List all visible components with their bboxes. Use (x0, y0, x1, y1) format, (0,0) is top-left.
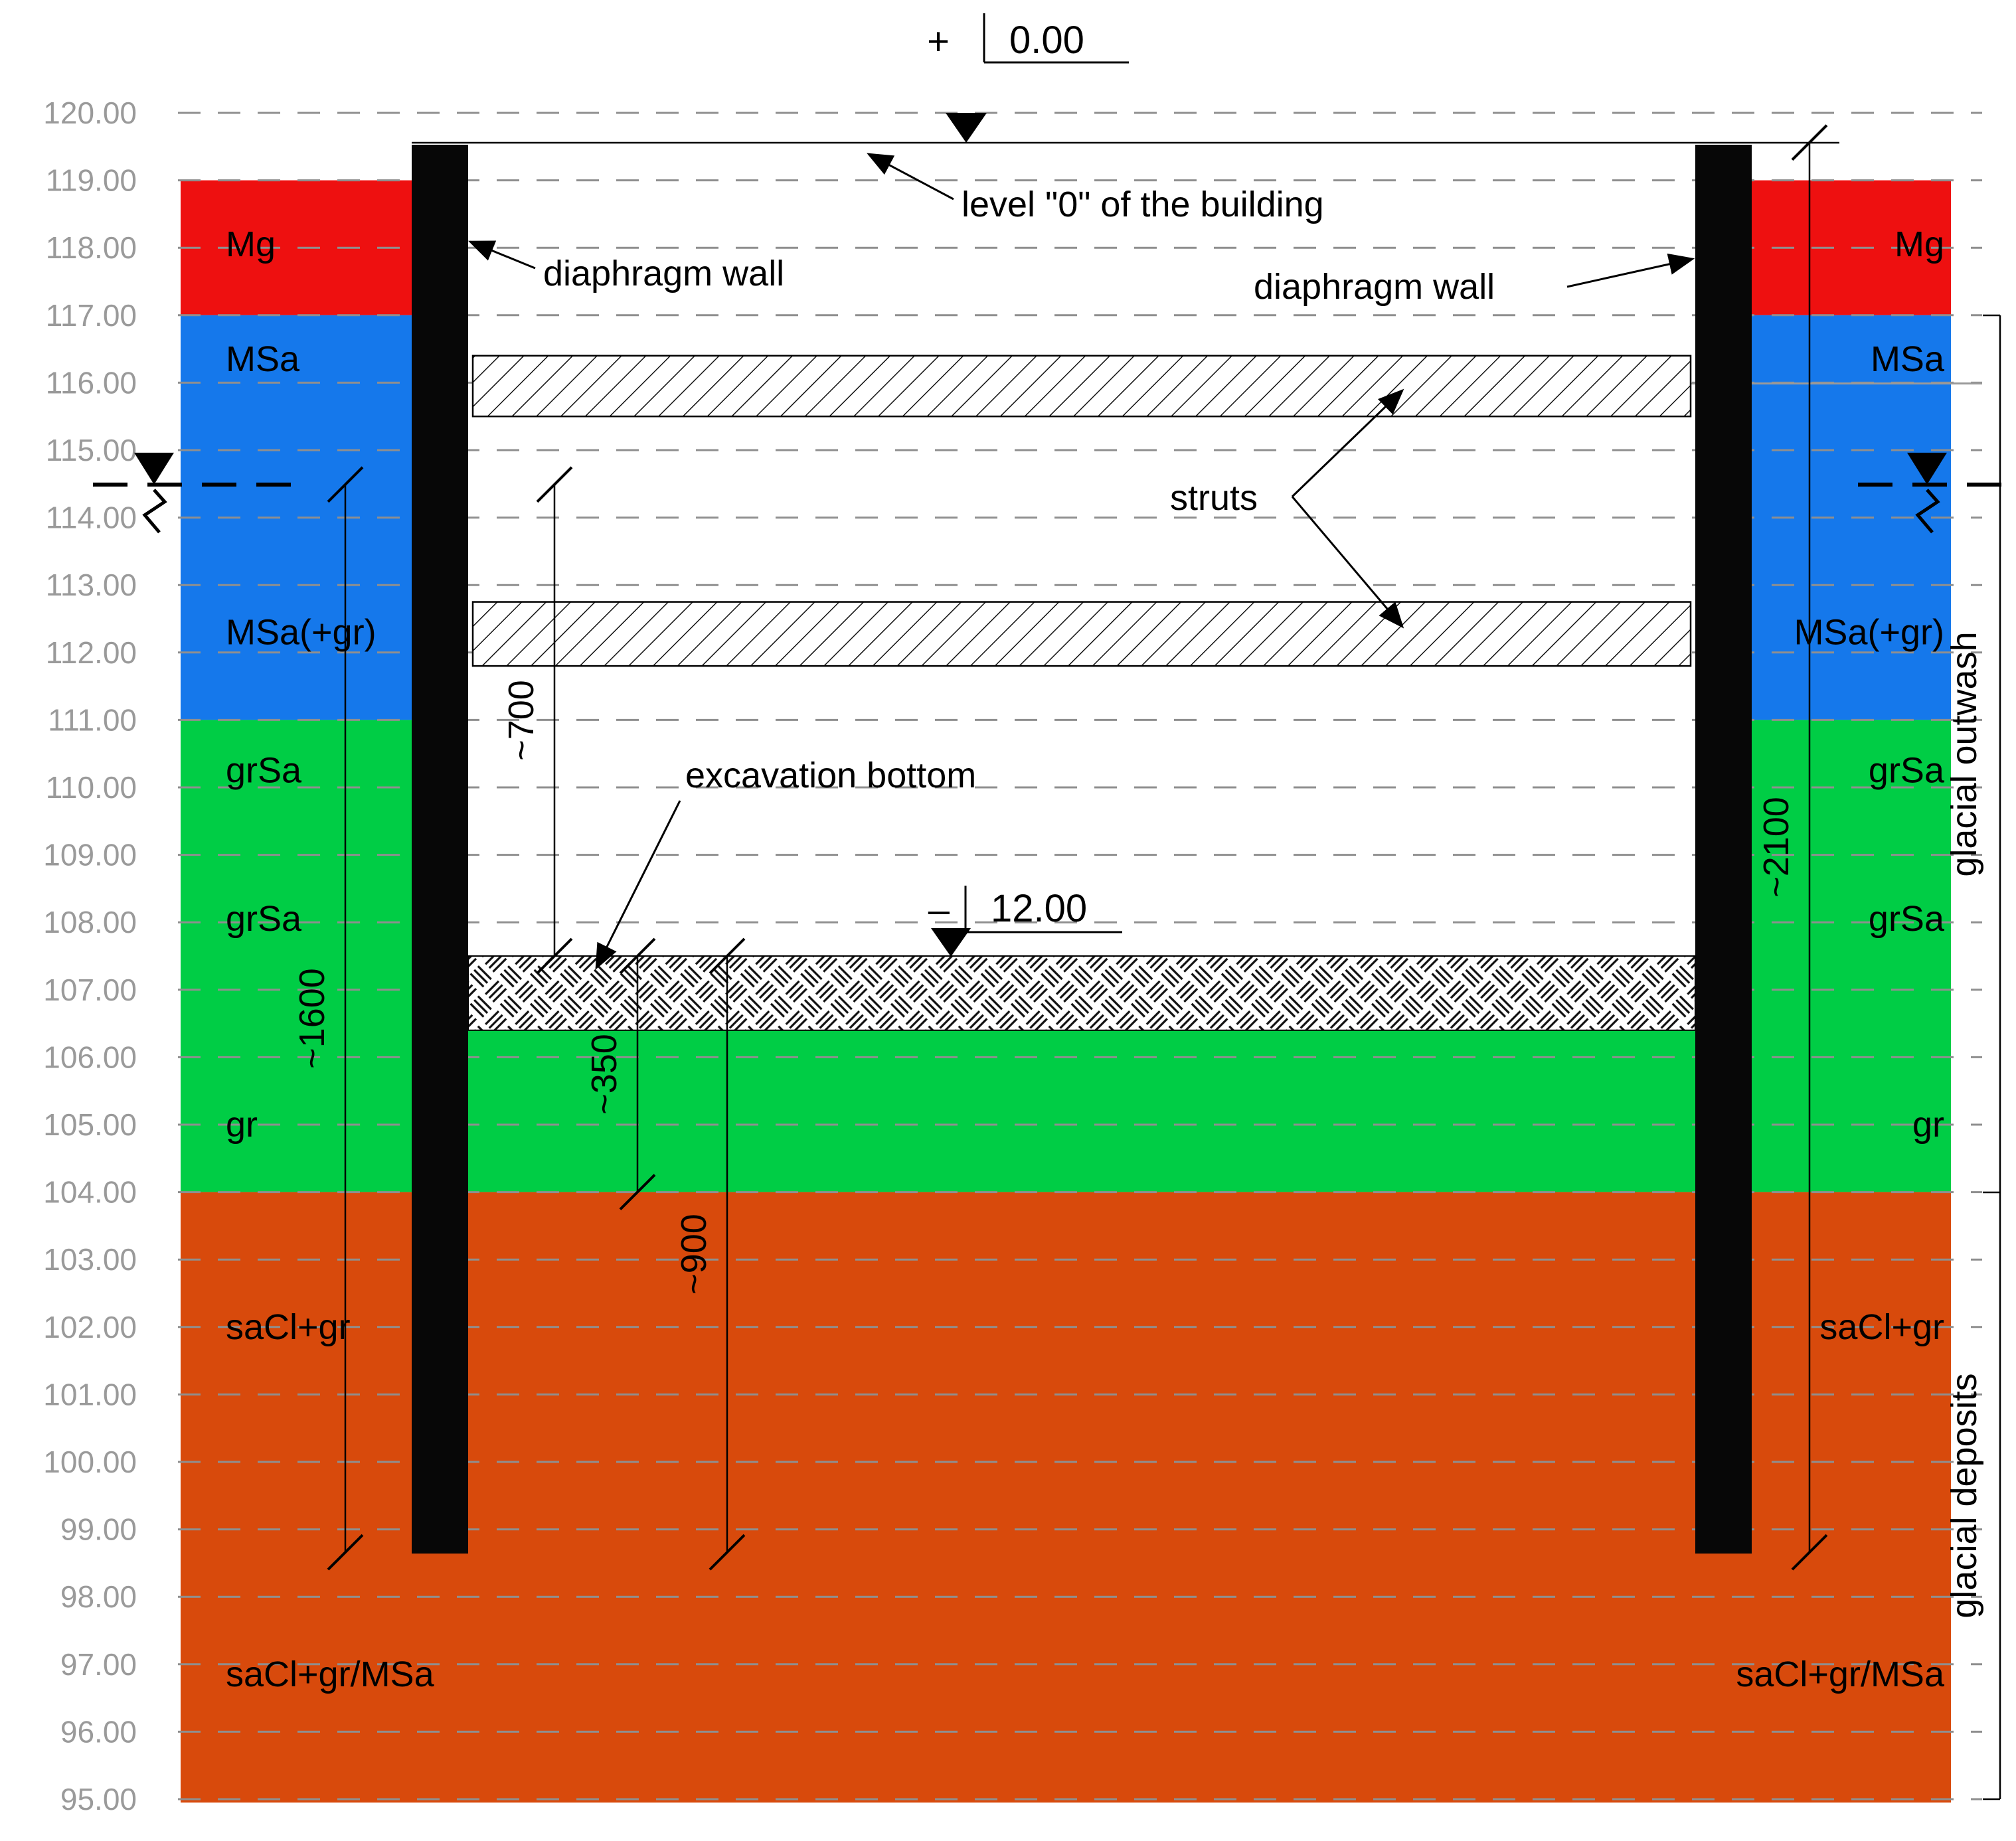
level-zero-triangle-icon (946, 113, 987, 143)
excavation-level-triangle-icon (931, 928, 971, 957)
soil-label-left: saCl+gr (226, 1307, 351, 1347)
soil-label-right: grSa (1869, 899, 1945, 939)
dimension-label: ~900 (674, 1214, 714, 1295)
axis-elevation-label: 116.00 (46, 365, 137, 400)
axis-elevation-label: 100.00 (43, 1445, 137, 1479)
axis-elevation-label: 110.00 (46, 770, 137, 805)
axis-elevation-label: 102.00 (43, 1310, 137, 1344)
strut-1 (471, 355, 1692, 418)
diaphragm-walls (412, 145, 1752, 1554)
axis-elevation-label: 107.00 (43, 973, 137, 1007)
dimension-label: ~1600 (292, 968, 332, 1069)
dimension-label: ~700 (501, 680, 541, 761)
axis-elevation-label: 99.00 (60, 1512, 137, 1547)
note-excavation-bottom: excavation bottom (685, 756, 976, 795)
soil-label-right: MSa(+gr) (1794, 612, 1944, 652)
level-zero-arrow-icon (867, 153, 954, 200)
dimension-lines: ~1600 ~700 ~350 ~900 ~2100 (292, 124, 1828, 1571)
strut-2 (471, 601, 1692, 667)
soil-label-left: gr (226, 1105, 258, 1145)
diaphragm-wall-left-arrow-icon (467, 240, 536, 270)
soil-label-left: MSa(+gr) (226, 612, 377, 652)
axis-elevation-label: 119.00 (46, 163, 137, 198)
annotation-labels: level "0" of the building diaphragm wall… (543, 185, 1495, 795)
axis-elevation-label: 96.00 (60, 1714, 137, 1749)
soil-label-right: grSa (1869, 751, 1945, 791)
strata-label-glacial-outwash: glacial outwash (1944, 631, 1984, 876)
soil-label-left: grSa (226, 751, 302, 791)
excavation-bottom-seal (467, 955, 1696, 1031)
axis-elevation-label: 101.00 (43, 1377, 137, 1411)
dimension-tick-icon (619, 937, 656, 975)
note-level-zero: level "0" of the building (962, 185, 1324, 224)
axis-elevation-label: 115.00 (46, 433, 137, 467)
axis-elevation-label: 111.00 (48, 702, 137, 737)
struts-arrow-upper-icon (1291, 388, 1404, 498)
dimension-tick-icon (327, 1534, 364, 1571)
dimension-tick-icon (536, 466, 573, 503)
axis-elevation-label: 118.00 (46, 230, 137, 265)
soil-label-right: Mg (1894, 224, 1944, 264)
level-zero-value: 0.00 (1009, 19, 1084, 62)
diaphragm-wall-right-arrow-icon (1566, 253, 1695, 288)
level-markers: + 0.00 – 12.00 (927, 13, 1129, 957)
axis-elevation-label: 114.00 (46, 501, 137, 535)
diaphragm-wall-right (1695, 145, 1752, 1554)
elevation-axis: 120.00 119.00 118.00 117.00 116.00 115.00 114.… (43, 96, 137, 1816)
axis-elevation-label: 108.00 (43, 905, 137, 939)
groundwater-zigzag-icon (142, 489, 167, 534)
dimension-tick-icon (709, 1534, 746, 1571)
stratigraphy-bracket: glacial outwash glacial deposits (1944, 314, 2001, 1801)
note-diaphragm-wall-right: diaphragm wall (1254, 267, 1495, 307)
groundwater-zigzag-icon (1915, 489, 1940, 534)
groundwater-triangle-icon (1907, 452, 1947, 485)
dimension-tick-icon (619, 1174, 656, 1211)
axis-elevation-label: 98.00 (60, 1579, 137, 1614)
axis-elevation-label: 104.00 (43, 1175, 137, 1210)
soil-label-left: saCl+gr/MSa (226, 1654, 435, 1694)
soil-label-left: grSa (226, 899, 302, 939)
dimension-tick-icon (709, 937, 746, 975)
soil-label-right: saCl+gr/MSa (1736, 1654, 1945, 1694)
soil-label-right: MSa (1871, 339, 1945, 379)
soil-label-left: Mg (226, 224, 276, 264)
struts-arrow-lower-icon (1291, 496, 1404, 629)
dimension-tick-icon (327, 466, 364, 503)
axis-elevation-label: 112.00 (46, 635, 137, 670)
dimension-tick-icon (1791, 1534, 1828, 1571)
axis-elevation-label: 103.00 (43, 1242, 137, 1277)
axis-elevation-label: 106.00 (43, 1040, 137, 1074)
diaphragm-wall-left (412, 145, 468, 1554)
axis-elevation-label: 109.00 (43, 838, 137, 872)
excavation-void (468, 143, 1695, 956)
dimension-tick-icon (536, 937, 573, 975)
axis-elevation-label: 117.00 (46, 298, 137, 333)
axis-elevation-label: 113.00 (46, 568, 137, 602)
annotation-arrows (467, 153, 1695, 970)
soil-layer-saCl-gr (181, 1192, 1951, 1803)
dimension-label: ~350 (584, 1034, 624, 1115)
note-struts: struts (1170, 478, 1258, 518)
excavation-level-value: 12.00 (991, 887, 1087, 930)
level-zero-sign: + (927, 20, 950, 63)
axis-elevation-label: 105.00 (43, 1107, 137, 1142)
axis-elevation-label: 95.00 (60, 1782, 137, 1816)
excavation-bottom-band (467, 955, 1696, 1031)
excavation-level-sign: – (928, 888, 950, 931)
soil-label-left: MSa (226, 339, 300, 379)
dimension-label: ~2100 (1756, 797, 1796, 898)
axis-elevation-label: 120.00 (43, 96, 137, 130)
dimension-tick-icon (1791, 124, 1828, 161)
groundwater-triangle-icon (134, 452, 174, 485)
note-diaphragm-wall-left: diaphragm wall (543, 254, 784, 293)
soil-label-right: saCl+gr (1819, 1307, 1944, 1347)
axis-elevation-label: 97.00 (60, 1647, 137, 1682)
groundwater-table (93, 452, 2012, 534)
strata-label-glacial-deposits: glacial deposits (1944, 1373, 1984, 1618)
soil-label-right: gr (1912, 1105, 1944, 1145)
struts-group (471, 355, 1692, 667)
excavation-bottom-arrow-icon (595, 800, 681, 970)
